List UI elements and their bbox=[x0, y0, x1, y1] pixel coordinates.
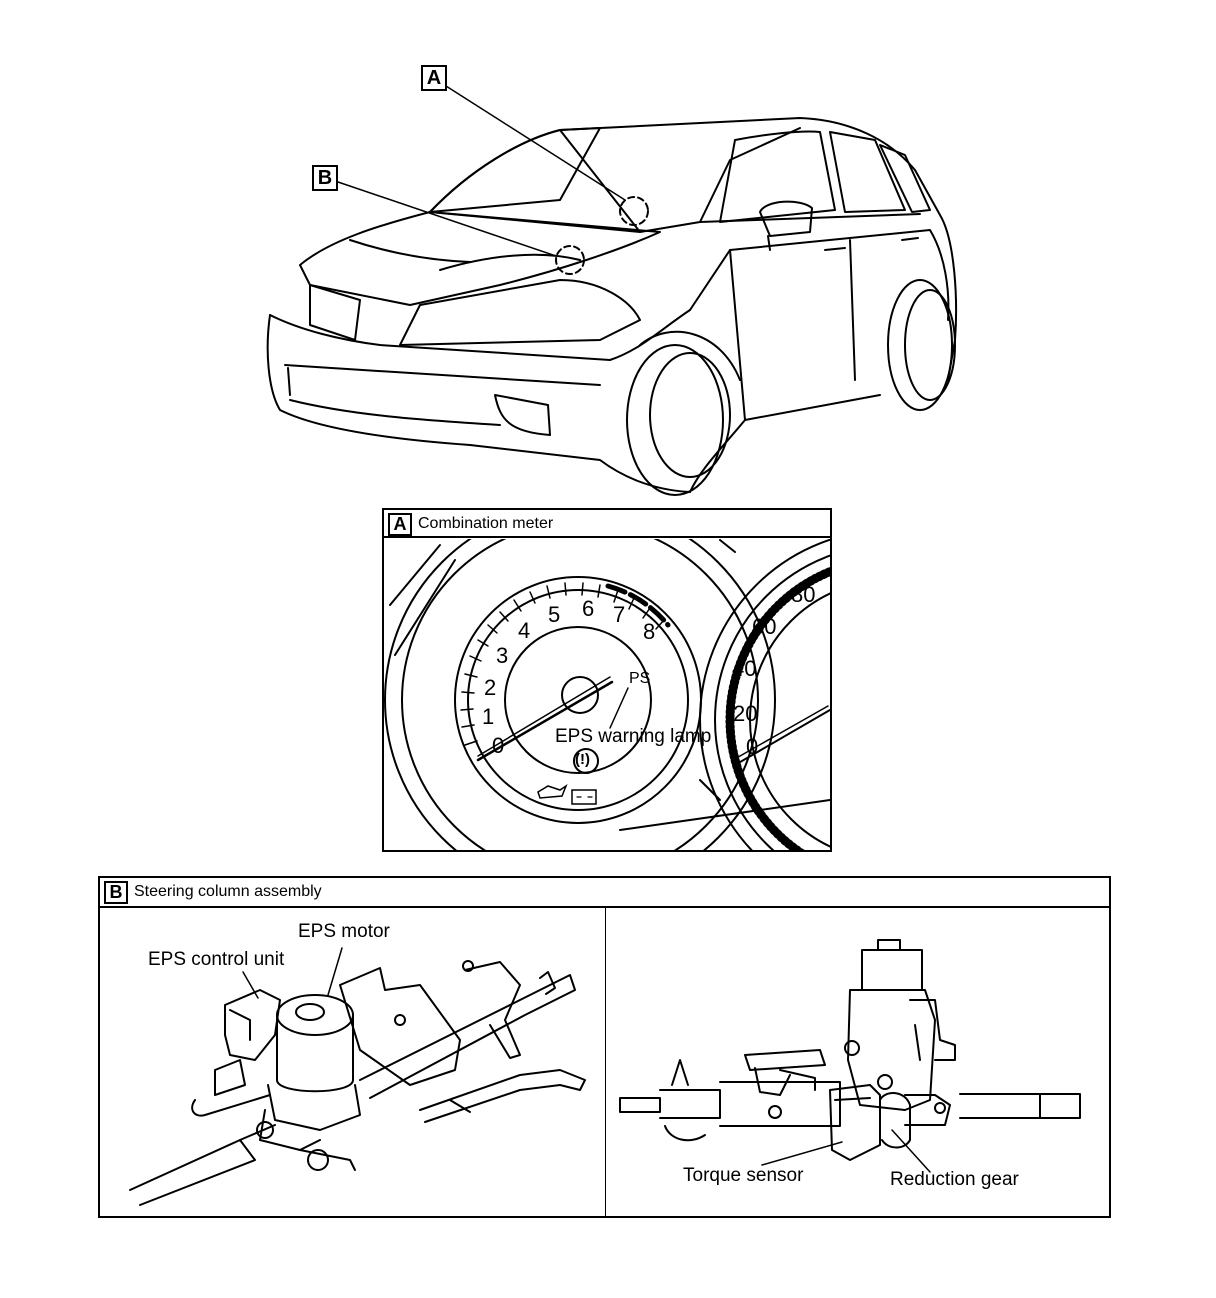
speedometer-needle bbox=[734, 709, 830, 766]
reduction-gear-label: Reduction gear bbox=[890, 1169, 1019, 1190]
tachometer-needle bbox=[476, 680, 614, 762]
eps-warning-lamp-symbol: (!) bbox=[575, 751, 590, 768]
speed-label-60: 60 bbox=[752, 614, 777, 639]
ps-label: PS bbox=[629, 670, 651, 687]
panel-a-tag: A bbox=[388, 513, 412, 536]
steering-column-panel: B Steering column assembly bbox=[98, 876, 1111, 1218]
callout-a-label: A bbox=[421, 65, 447, 91]
needle-hub bbox=[561, 676, 599, 714]
combination-meter-panel: A Combination meter bbox=[382, 508, 832, 852]
rear-wheel bbox=[887, 279, 953, 411]
combination-meter-header: A Combination meter bbox=[384, 510, 830, 538]
tachometer-redzone bbox=[605, 583, 671, 628]
callout-a-leader bbox=[445, 85, 626, 201]
tach-label-3: 3 bbox=[496, 643, 509, 668]
torque-sensor-leader bbox=[761, 1141, 843, 1166]
callout-b-label: B bbox=[312, 165, 338, 191]
callout-b-leader bbox=[337, 181, 557, 257]
tach-label-2: 2 bbox=[484, 675, 497, 700]
speed-label-80: 80 bbox=[791, 582, 816, 607]
battery-icon bbox=[571, 789, 597, 805]
speed-label-40: 40 bbox=[732, 656, 757, 681]
tach-label-0: 0 bbox=[492, 733, 505, 758]
headlight-left bbox=[309, 284, 361, 341]
steering-column-divider bbox=[605, 908, 606, 1216]
tach-label-1: 1 bbox=[482, 704, 495, 729]
steering-column-right-view bbox=[619, 939, 1081, 1173]
tach-label-8: 8 bbox=[643, 619, 656, 644]
speed-label-20: 20 bbox=[733, 701, 758, 726]
steering-column-left-view bbox=[129, 947, 586, 1206]
tach-label-4: 4 bbox=[518, 618, 531, 643]
combination-meter-title: Combination meter bbox=[418, 515, 554, 532]
eps-control-unit bbox=[224, 989, 281, 1061]
eps-motor-right bbox=[861, 949, 923, 991]
tach-label-5: 5 bbox=[548, 602, 561, 627]
steering-column-header: B Steering column assembly bbox=[100, 878, 1109, 908]
callout-b-target bbox=[555, 245, 585, 275]
panel-b-tag: B bbox=[104, 881, 128, 904]
eps-motor bbox=[276, 994, 354, 1036]
eps-control-unit-leader bbox=[242, 971, 259, 999]
reduction-gear-leader bbox=[891, 1129, 931, 1173]
torque-sensor-label: Torque sensor bbox=[683, 1165, 804, 1186]
reduction-gear bbox=[879, 1092, 911, 1149]
eps-warning-lamp-label: EPS warning lamp bbox=[555, 726, 712, 747]
side-mirror bbox=[759, 200, 813, 237]
eps-control-unit-label: EPS control unit bbox=[148, 949, 285, 970]
oil-pressure-icon bbox=[537, 784, 568, 799]
tach-label-6: 6 bbox=[582, 596, 595, 621]
eps-motor-leader bbox=[327, 947, 343, 996]
speedometer-outer bbox=[699, 539, 830, 850]
torque-sensor bbox=[829, 1084, 881, 1161]
steering-column-title: Steering column assembly bbox=[134, 883, 322, 900]
speedometer-ring bbox=[725, 566, 830, 850]
headlight-right bbox=[399, 279, 641, 346]
eps-motor-label: EPS motor bbox=[298, 921, 390, 942]
car-hood bbox=[299, 211, 661, 306]
tach-label-7: 7 bbox=[613, 602, 626, 627]
speed-label-0: 0 bbox=[746, 734, 759, 759]
tachometer-ticks bbox=[460, 582, 665, 746]
callout-a-target bbox=[619, 196, 649, 226]
front-wheel bbox=[626, 344, 724, 496]
eps-warning-lamp-icon bbox=[573, 748, 599, 774]
